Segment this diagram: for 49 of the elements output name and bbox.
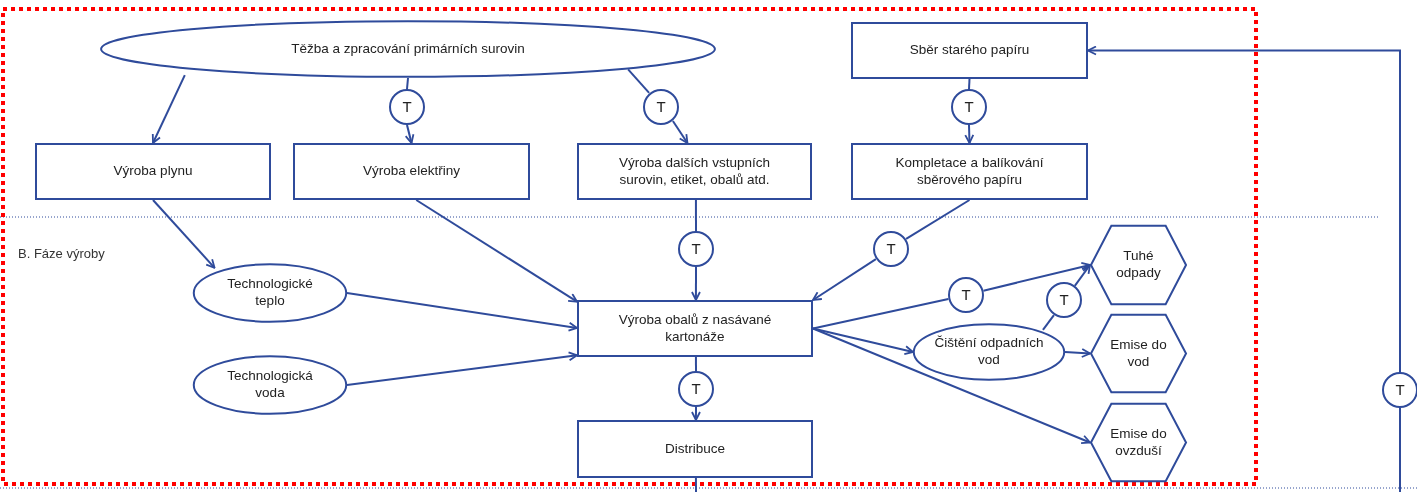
arrow [671, 120, 689, 144]
arrow [982, 262, 1091, 292]
process-box: Distribuce [577, 420, 813, 478]
phase-label: B. Fáze výroby [18, 245, 105, 263]
arrow [691, 406, 701, 421]
arrow [152, 199, 216, 269]
connector-line [812, 297, 950, 330]
connector-line [968, 78, 971, 90]
process-ellipse: Čištění odpadních vod [913, 323, 1065, 381]
transport-circle: T [389, 89, 425, 125]
process-box: Výroba obalů z nasávané kartonáže [577, 300, 813, 357]
arrow [1073, 264, 1091, 287]
output-hexagon: Emise do ovzduší [1090, 403, 1187, 482]
output-hexagon: Emise do vod [1090, 314, 1187, 393]
arrow [964, 124, 975, 144]
process-ellipse: Technologické teplo [193, 263, 347, 323]
connector-line [1399, 407, 1401, 492]
connector-line [694, 356, 697, 372]
arrow [691, 266, 701, 301]
connector-line [905, 199, 971, 240]
arrow [346, 292, 578, 332]
process-box: Výroba elektřiny [293, 143, 530, 200]
arrow [1064, 348, 1091, 358]
process-box: Sběr starého papíru [851, 22, 1088, 79]
process-ellipse: Technologická voda [193, 355, 347, 415]
arrow [1087, 45, 1401, 373]
process-box: Výroba plynu [35, 143, 271, 200]
output-hexagon: Tuhé odpady [1090, 225, 1187, 305]
transport-circle: T [948, 277, 984, 313]
arrow [151, 74, 186, 144]
arrow [404, 124, 415, 144]
process-ellipse: Těžba a zpracování primárních surovin [98, 20, 718, 78]
transport-circle: T [1046, 282, 1082, 318]
connector-line [406, 77, 409, 90]
transport-circle: T [678, 371, 714, 407]
connector-line [694, 199, 697, 232]
arrow [812, 258, 877, 301]
transport-circle: T [678, 231, 714, 267]
transport-circle: T [643, 89, 679, 125]
arrow [812, 327, 1091, 445]
transport-circle: T [951, 89, 987, 125]
process-box: Kompletace a balíkování sběrového papíru [851, 143, 1088, 200]
arrow [415, 199, 578, 303]
transport-circle: T [873, 231, 909, 267]
connector-line [1041, 314, 1055, 331]
arrow [346, 351, 578, 386]
connector-line [694, 477, 697, 492]
process-box: Výroba dalších vstupních surovin, etiket, obalů atd. [577, 143, 812, 200]
connector-line [627, 68, 651, 94]
